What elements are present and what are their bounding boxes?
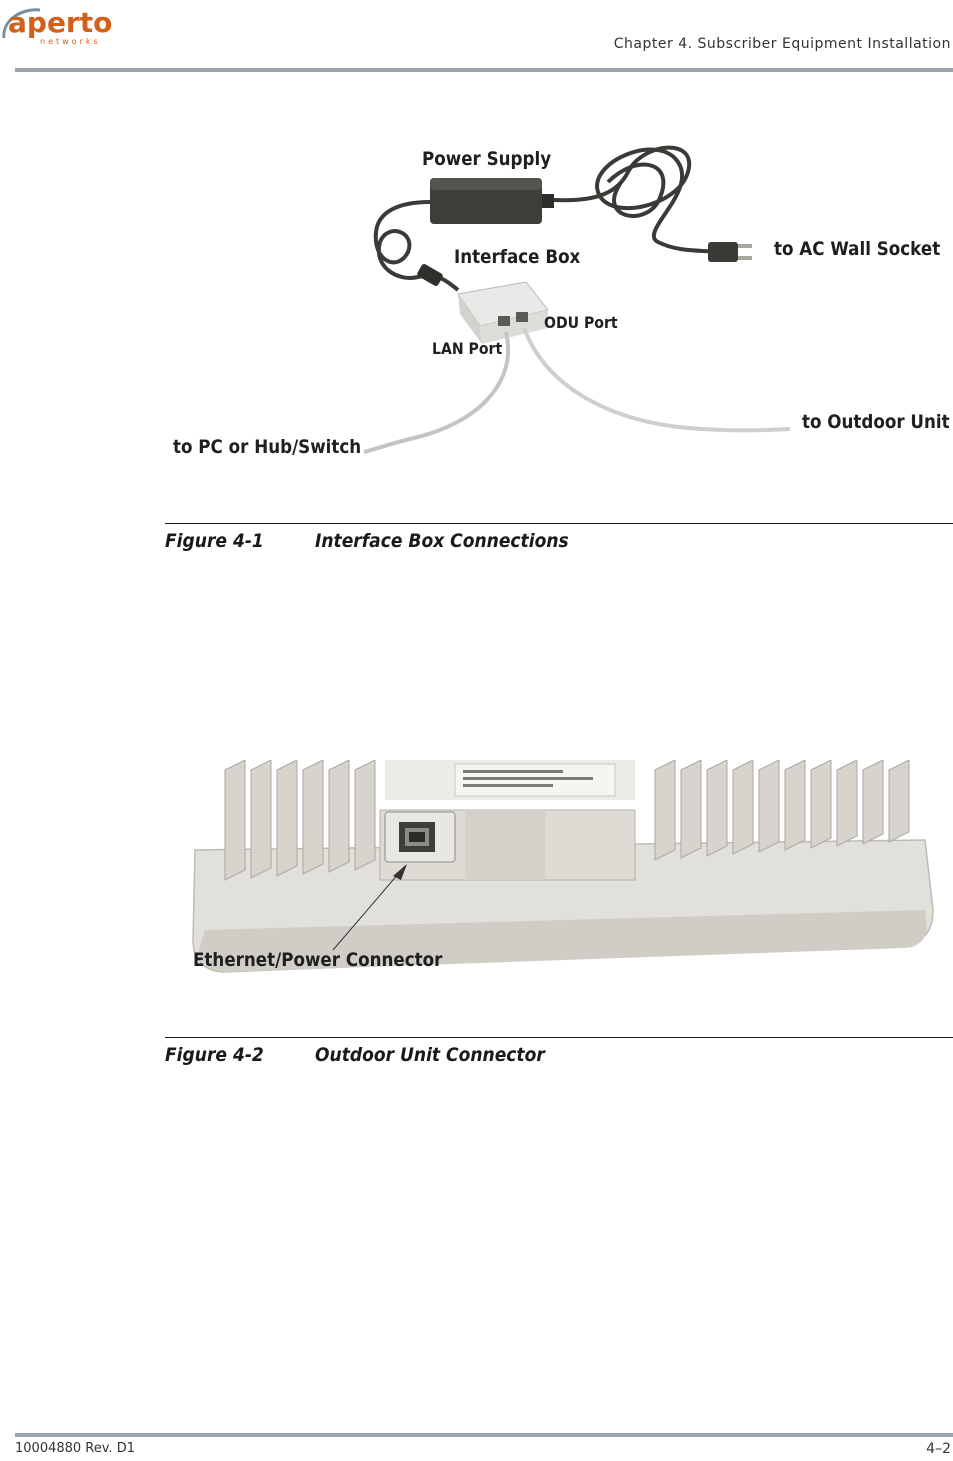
page-number: 4–2 xyxy=(926,1441,951,1457)
interface-box-photo xyxy=(358,132,792,462)
figure1-title: Interface Box Connections xyxy=(315,530,569,552)
figure1-number: Figure 4-1 xyxy=(165,530,264,552)
figure2-number: Figure 4-2 xyxy=(165,1044,264,1066)
logo-sub: networks xyxy=(40,37,101,46)
header-rule xyxy=(15,68,953,72)
callout-interface-box: Interface Box xyxy=(454,246,581,268)
figure1-caption-rule xyxy=(165,523,953,524)
callout-lan-port: LAN Port xyxy=(432,339,503,358)
figure2-caption-rule xyxy=(165,1037,953,1038)
figure2-title: Outdoor Unit Connector xyxy=(315,1044,545,1066)
doc-number: 10004880 Rev. D1 xyxy=(15,1441,135,1456)
callout-ac-wall-socket: to AC Wall Socket xyxy=(774,238,941,260)
callout-ethernet-power-connector: Ethernet/Power Connector xyxy=(193,949,443,971)
footer-rule xyxy=(15,1433,953,1437)
aperto-logo: aperto networks xyxy=(0,2,120,52)
callout-outdoor-unit: to Outdoor Unit xyxy=(802,411,950,433)
callout-power-supply: Power Supply xyxy=(422,148,552,170)
callout-pc-hub-switch: to PC or Hub/Switch xyxy=(173,436,362,458)
chapter-title: Chapter 4. Subscriber Equipment Installa… xyxy=(613,36,951,52)
logo-word: aperto xyxy=(8,6,112,39)
outdoor-unit-photo xyxy=(185,759,935,978)
callout-odu-port: ODU Port xyxy=(544,313,618,332)
